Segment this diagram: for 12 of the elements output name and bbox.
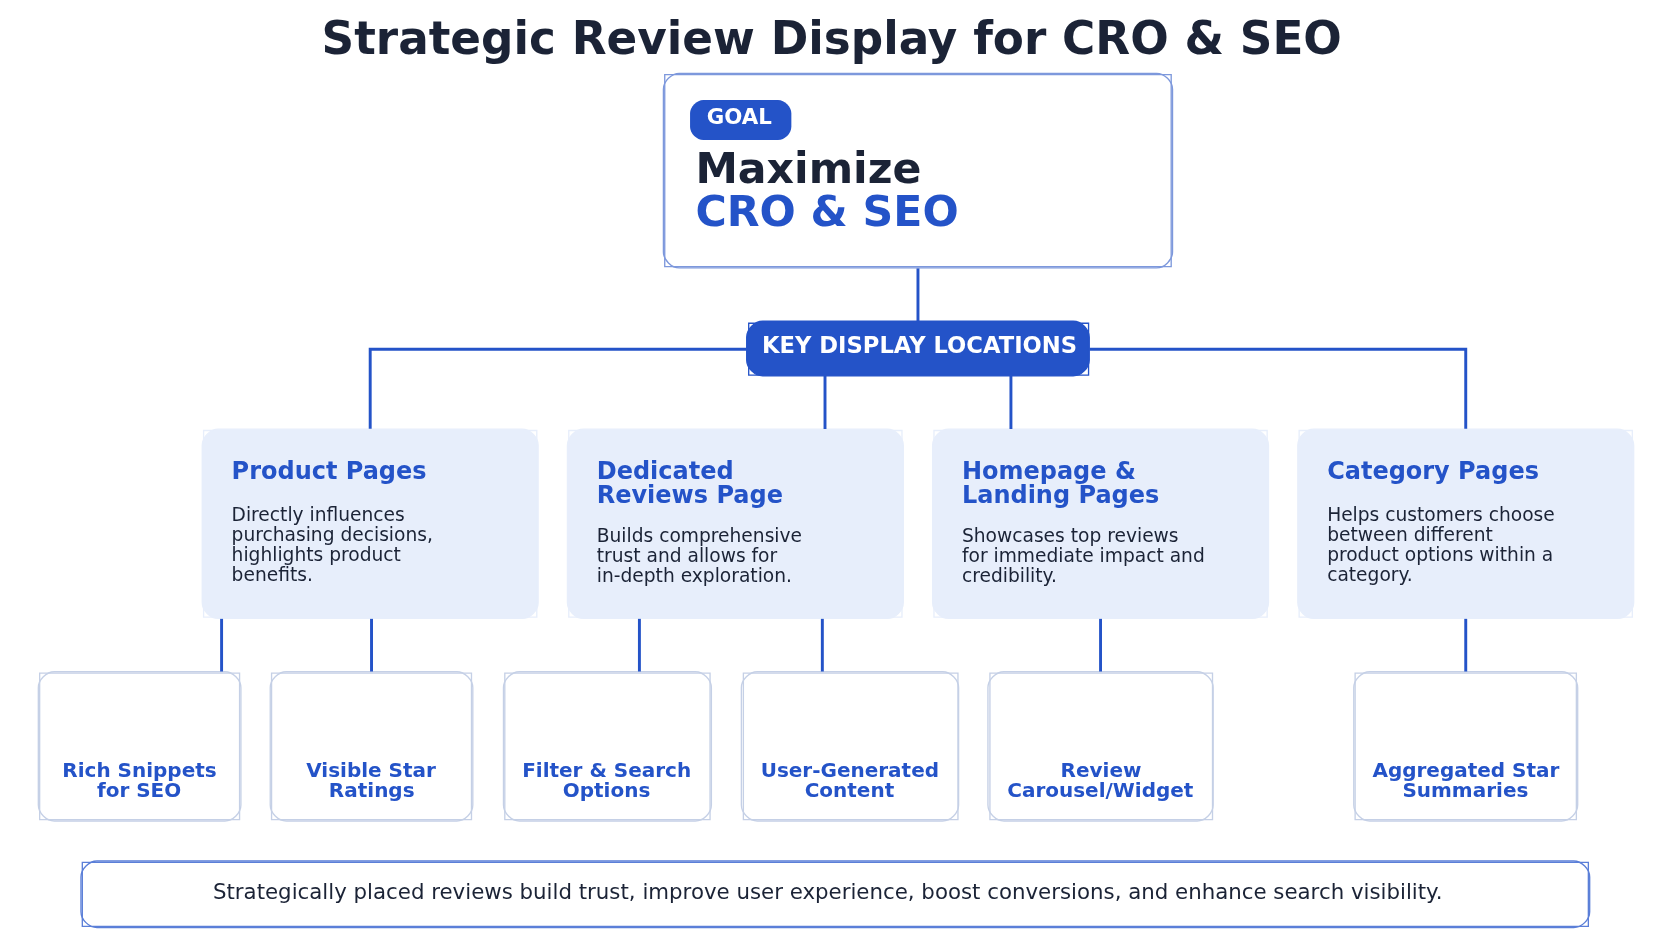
connector [368,347,747,429]
connector [1009,375,1013,429]
connector [820,618,824,672]
connector [370,618,373,672]
connector [1089,347,1468,429]
connector [916,268,920,322]
connector [220,618,224,672]
connector [823,375,827,429]
connector [1464,618,1468,672]
connector [637,618,641,672]
diagram-title: Strategic Review Display for CRO & SEO [321,11,1342,65]
connector [1099,618,1103,672]
